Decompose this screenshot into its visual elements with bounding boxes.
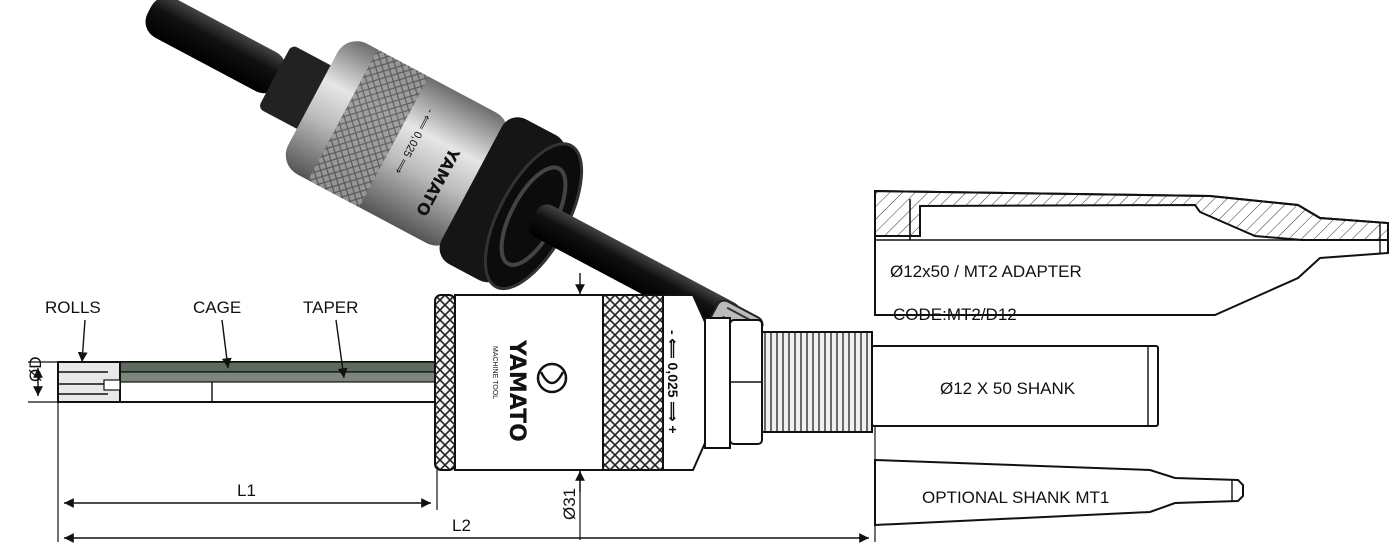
rear-knurl-band (602, 294, 664, 471)
photo-nut (260, 46, 334, 130)
tool-drawing: YAMATO MACHINE TOOL - ⟸ 0,025 ⟹ + Ø12 X … (26, 273, 1244, 543)
adjuster-brand: YAMATO (504, 339, 529, 442)
photo-rear-shank (145, 0, 286, 94)
taper-band (117, 371, 439, 383)
threaded-section (761, 331, 873, 433)
diameter-31-label: Ø31 (560, 488, 579, 520)
adjuster-scale: - ⟸ 0,025 ⟹ + (665, 330, 681, 434)
adapter-outline (874, 189, 1389, 316)
yamato-logo-icon (536, 362, 568, 394)
rolls-label: ROLLS (45, 298, 101, 317)
l1-label: L1 (237, 481, 256, 500)
mt2-adapter-drawing: Ø12x50 / MT2 ADAPTER CODE:MT2/D12 (874, 189, 1389, 324)
adapter-hatched-wall (874, 189, 1389, 241)
photo-knurl-band (308, 49, 429, 208)
adapter-code: CODE:MT2/D12 (893, 305, 1017, 324)
taper-label: TAPER (303, 298, 358, 317)
cage-label: CAGE (193, 298, 241, 317)
cage-upper (117, 361, 439, 373)
l2-label: L2 (452, 516, 471, 535)
front-knurl-ring (434, 294, 456, 471)
diameter-d-label: ØD (26, 357, 45, 383)
adjuster-subtitle: MACHINE TOOL (491, 346, 498, 399)
adapter-label: Ø12x50 / MT2 ADAPTER (890, 262, 1082, 281)
adjuster-body (454, 294, 606, 471)
straight-shank (871, 345, 1159, 427)
straight-shank-label: Ø12 X 50 SHANK (940, 379, 1076, 398)
mt1-shank (874, 458, 1244, 527)
mt1-shank-label: OPTIONAL SHANK MT1 (922, 488, 1109, 507)
